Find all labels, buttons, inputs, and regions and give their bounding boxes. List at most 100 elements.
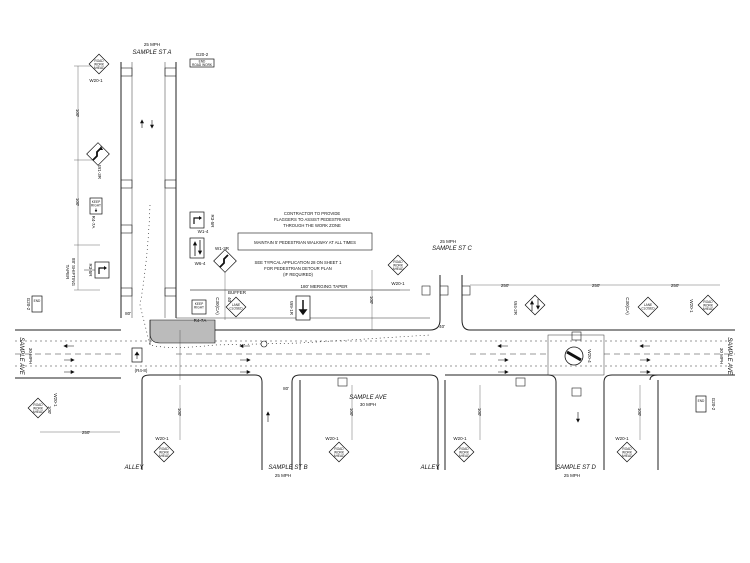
- sign-keep-left: (R4-8): [131, 347, 148, 373]
- dim-100-b: 100': [75, 198, 80, 207]
- detour-note-line-2: FOR PEDESTRIAN DETOUR PLAN: [264, 266, 332, 271]
- svg-text:AHEAD: AHEAD: [459, 454, 471, 458]
- st-b-name: SAMPLE ST B: [268, 465, 307, 471]
- svg-text:AHEAD: AHEAD: [159, 454, 171, 458]
- dim-250-b: 250': [501, 283, 510, 288]
- dim-250-a: 250': [82, 430, 91, 435]
- st-d-name: SAMPLE ST D: [556, 465, 596, 471]
- code-w1-3r-b: W1-3R: [215, 246, 230, 251]
- dim-250-c: 250': [592, 283, 601, 288]
- code-w20-1-b1: W20-1: [155, 436, 169, 441]
- svg-text:WORK: WORK: [393, 264, 404, 268]
- alley-left-label: ALLEY: [124, 465, 145, 471]
- sign-road-work-ahead-c: ROAD WORK AHEAD W20-1: [387, 254, 409, 286]
- code-w9-1r: W9-1R: [289, 301, 294, 316]
- road-edges: [15, 62, 735, 470]
- walkway-note: MAINTAIN 5' PEDESTRIAN WALKWAY AT ALL TI…: [254, 240, 356, 245]
- svg-text:WORK: WORK: [703, 304, 714, 308]
- flagger-note-line-2: FLAGGERS TO ASSIST PEDESTRIANS: [274, 217, 350, 222]
- st-c-speed: 25 MPH: [440, 239, 456, 244]
- svg-text:ROAD: ROAD: [159, 447, 169, 451]
- code-w1-4: W1-4: [198, 229, 209, 234]
- sign-road-work-ahead-b1: ROAD WORK AHEAD W20-1: [153, 436, 175, 463]
- traffic-signs: ROAD WORK AHEAD W20-1 G20-2 END ROAD WOR…: [26, 52, 719, 463]
- svg-text:END: END: [698, 399, 705, 403]
- dim-100-g: 100': [637, 408, 642, 417]
- code-w20-1-b2: W20-1: [325, 436, 339, 441]
- code-w20-1-right: W20-1: [689, 299, 694, 313]
- code-c30-ca-b: C30(CA): [625, 297, 630, 315]
- lane-arrows: [63, 119, 651, 423]
- svg-text:AHEAD: AHEAD: [393, 267, 405, 271]
- sign-reverse-curve-upper: W1-3R: [86, 142, 110, 180]
- svg-text:ROAD: ROAD: [393, 260, 403, 264]
- code-g20-2-top: G20-2: [196, 52, 209, 57]
- sign-two-way-right: W4-2R: [513, 294, 546, 316]
- code-w4-2r: W4-2R: [513, 301, 518, 316]
- st-a-name: SAMPLE ST A: [132, 50, 171, 56]
- sign-two-way-traffic: W6-4: [189, 237, 206, 266]
- code-c30-ca: C30(CA): [215, 297, 220, 315]
- shifting-taper-line-1: 88' SHIFTING: [71, 258, 76, 287]
- svg-text:ROAD: ROAD: [703, 300, 713, 304]
- svg-text:ROAD: ROAD: [33, 403, 43, 407]
- ave-right-speed: 30 MPH: [719, 348, 724, 364]
- svg-text:RIGHT: RIGHT: [194, 306, 204, 310]
- code-w20-4: W20-4: [587, 349, 592, 363]
- svg-text:ROAD: ROAD: [334, 447, 344, 451]
- svg-text:LANE: LANE: [232, 303, 240, 307]
- st-c-name: SAMPLE ST C: [432, 246, 472, 252]
- svg-text:ROAD: ROAD: [94, 59, 104, 63]
- svg-text:WORK: WORK: [94, 63, 105, 67]
- dim-100-h: 100': [47, 406, 52, 415]
- dimension-lines: [40, 65, 720, 440]
- svg-text:WORK: WORK: [622, 451, 633, 455]
- detour-note-line-1: SEE TYPICAL APPLICATION 28 ON SHEET 1: [255, 260, 343, 265]
- sign-reverse-curve-lower: W1-3R: [213, 246, 237, 273]
- code-r4-8: (R4-8): [135, 368, 148, 373]
- code-r4-7a-a: R4-7A: [91, 216, 96, 229]
- code-w20-1-left: W20-1: [53, 393, 58, 407]
- ave-left-name: SAMPLE AVE: [18, 337, 24, 375]
- code-r3-5r-b: R3-5R: [210, 214, 215, 228]
- dimension-labels: 100' 100' 100' 100' 100' 100' 100' 100' …: [47, 109, 679, 435]
- sign-right-turn-lane-right: R3-5R: [189, 211, 215, 229]
- svg-text:RIGHT: RIGHT: [91, 204, 101, 208]
- svg-text:END: END: [34, 299, 41, 303]
- detour-note-line-3: (IF REQUIRED): [283, 272, 313, 277]
- street-labels: 25 MPH SAMPLE ST A 25 MPH SAMPLE ST C SA…: [18, 42, 732, 478]
- flagger-note-line-3: THROUGH THE WORK ZONE: [283, 223, 341, 228]
- alley-right-label: ALLEY: [420, 465, 441, 471]
- dim-100-e: 100': [349, 408, 354, 417]
- svg-text:WORK: WORK: [459, 451, 470, 455]
- dim-100-a: 100': [75, 109, 80, 118]
- sign-keep-right-lower: KEEP RIGHT R4-7A: [191, 299, 207, 323]
- svg-text:LANE: LANE: [644, 303, 652, 307]
- dim-40-b: 40': [227, 297, 232, 303]
- code-w6-4: W6-4: [195, 261, 206, 266]
- ave-center-speed: 30 MPH: [360, 402, 376, 407]
- sign-road-work-ahead-b4: ROAD WORK AHEAD W20-1: [615, 436, 638, 463]
- merging-taper-label: 180' MERGING TAPER: [301, 284, 349, 289]
- code-r4-7a-b: R4-7A: [194, 318, 207, 323]
- dim-100-d: 100': [177, 408, 182, 417]
- flagger-note-line-1: CONTRACTOR TO PROVIDE: [284, 211, 341, 216]
- work-zone: [139, 204, 431, 348]
- sign-keep-right-upper: KEEP RIGHT R4-7A: [89, 197, 103, 229]
- code-g20-2-right: G20-2: [711, 398, 716, 411]
- dim-100-c: 100': [369, 296, 374, 305]
- sign-lane-closed: LANE CLOSED C30(CA): [215, 296, 247, 318]
- code-w20-1-c: W20-1: [391, 281, 405, 286]
- code-w20-1-top: W20-1: [89, 78, 103, 83]
- sign-lane-shift-arrow: W9-1R: [289, 295, 311, 321]
- svg-text:AHEAD: AHEAD: [94, 66, 106, 70]
- dim-250-d: 250': [671, 283, 680, 288]
- sign-end-road-work-left: END G20-2: [26, 295, 43, 313]
- st-d-speed: 25 MPH: [564, 473, 580, 478]
- svg-text:WORK: WORK: [33, 407, 44, 411]
- svg-text:ROAD: ROAD: [459, 447, 469, 451]
- dim-100-f: 100': [477, 408, 482, 417]
- sign-end-road-work-right: END G20-2: [695, 395, 716, 413]
- sign-lane-closed-right: LANE CLOSED C30(CA): [625, 296, 659, 318]
- ave-right-name: SAMPLE AVE: [726, 337, 732, 375]
